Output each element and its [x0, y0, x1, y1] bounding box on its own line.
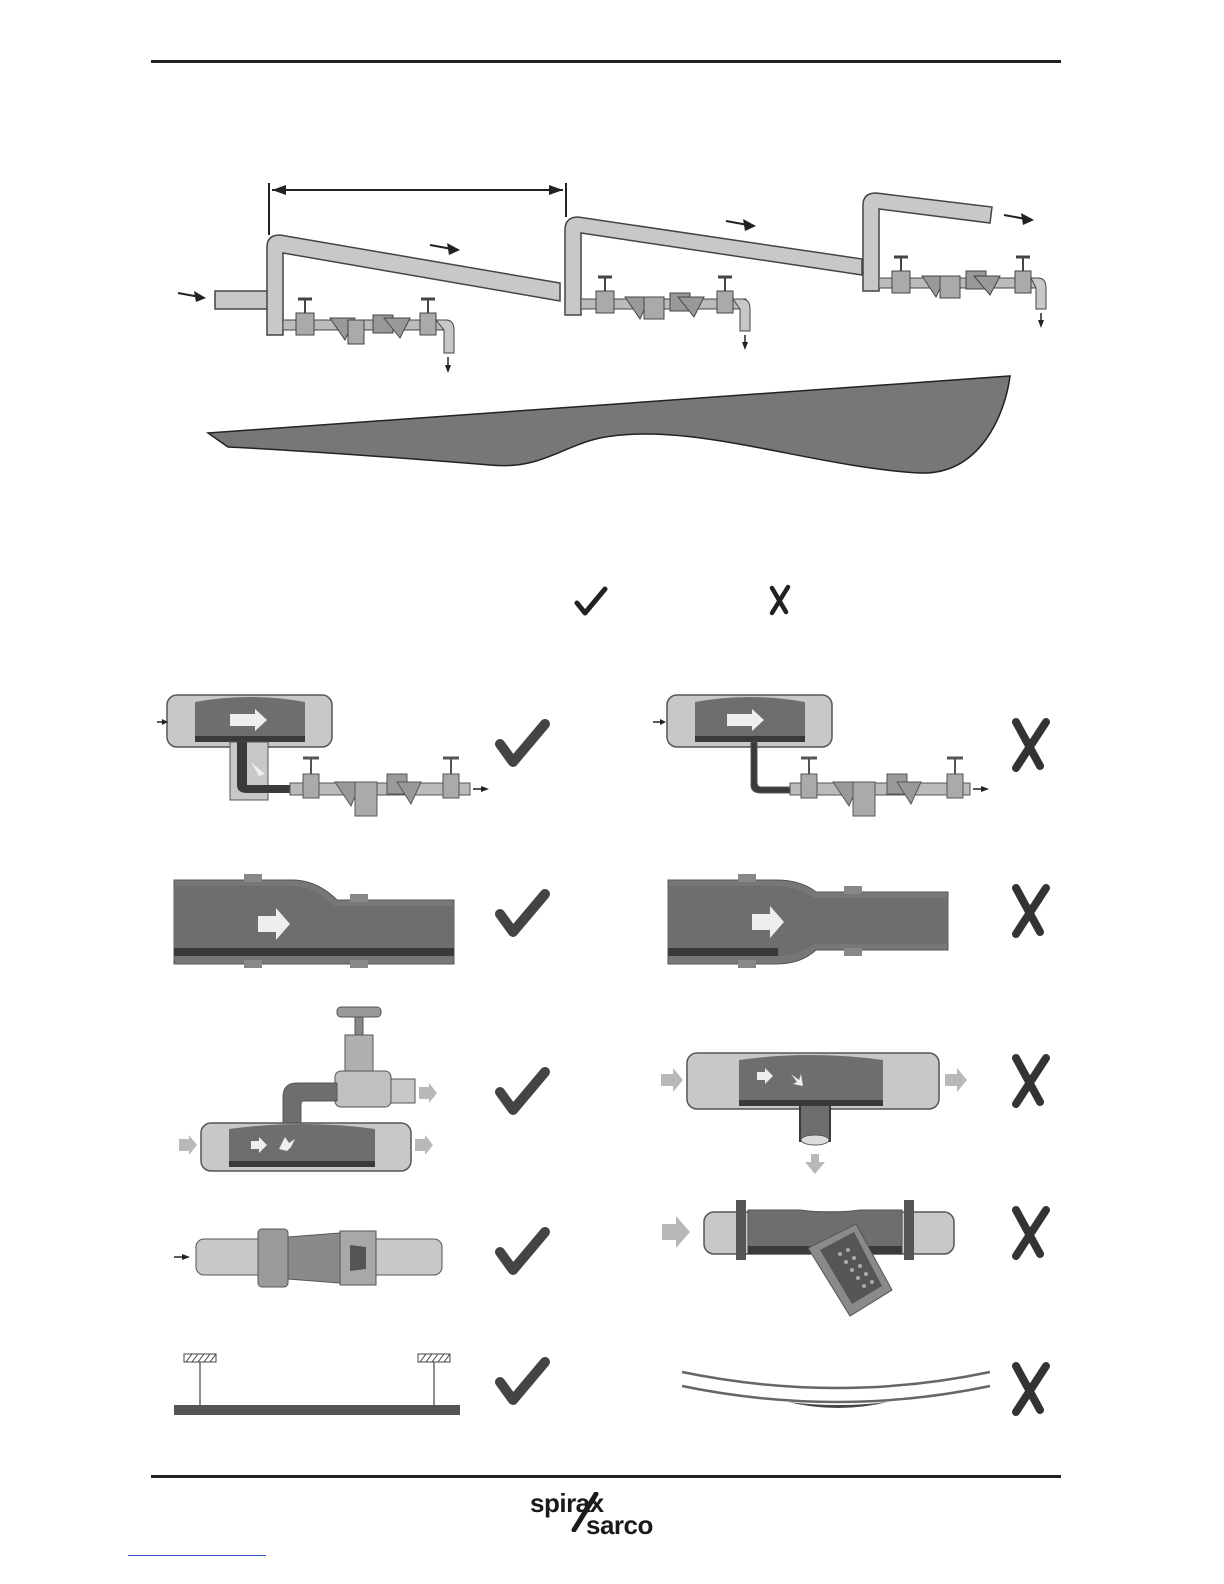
check-mark-icon [495, 1064, 551, 1118]
check-mark-icon [574, 586, 608, 616]
footer-link-underline [128, 1555, 266, 1556]
trap-set-3 [879, 257, 1046, 328]
check-valve-correct-figure [170, 1225, 445, 1291]
steam-main-drain-diagram [170, 175, 1070, 485]
cross-mark-icon [1006, 1360, 1054, 1416]
spirax-sarco-logo: spirax sarco [530, 1488, 690, 1538]
pipe-sagging-incorrect-figure [678, 1364, 996, 1414]
check-mark-icon [495, 886, 551, 940]
footer-rule [151, 1475, 1061, 1478]
trap-set-1 [283, 299, 454, 373]
check-mark-icon [495, 1354, 551, 1408]
trap-set-2 [581, 277, 750, 350]
pipe-supports-correct-figure [172, 1350, 462, 1420]
ground-profile [208, 376, 1010, 473]
header-rule [151, 60, 1061, 63]
cross-mark-icon [1006, 882, 1054, 938]
drain-spacing-dimension [269, 183, 566, 235]
cross-mark-icon [1006, 716, 1054, 772]
check-mark-icon [495, 1224, 551, 1278]
cross-mark-icon [1006, 1204, 1054, 1260]
drain-pocket-correct-figure [155, 690, 500, 830]
cross-mark-icon [766, 584, 794, 616]
logo-text-sarco: sarco [586, 1510, 653, 1541]
cross-mark-icon [1006, 1052, 1054, 1108]
drain-pocket-incorrect-figure [655, 690, 1000, 830]
concentric-reducer-incorrect-figure [666, 872, 951, 968]
steam-main-pipe [215, 193, 992, 335]
branch-bottom-connection-incorrect-figure [655, 1050, 975, 1180]
check-mark-icon [495, 716, 551, 770]
eccentric-reducer-correct-figure [172, 872, 457, 968]
branch-top-connection-correct-figure [175, 1005, 445, 1175]
strainer-incorrect-figure [660, 1198, 960, 1323]
